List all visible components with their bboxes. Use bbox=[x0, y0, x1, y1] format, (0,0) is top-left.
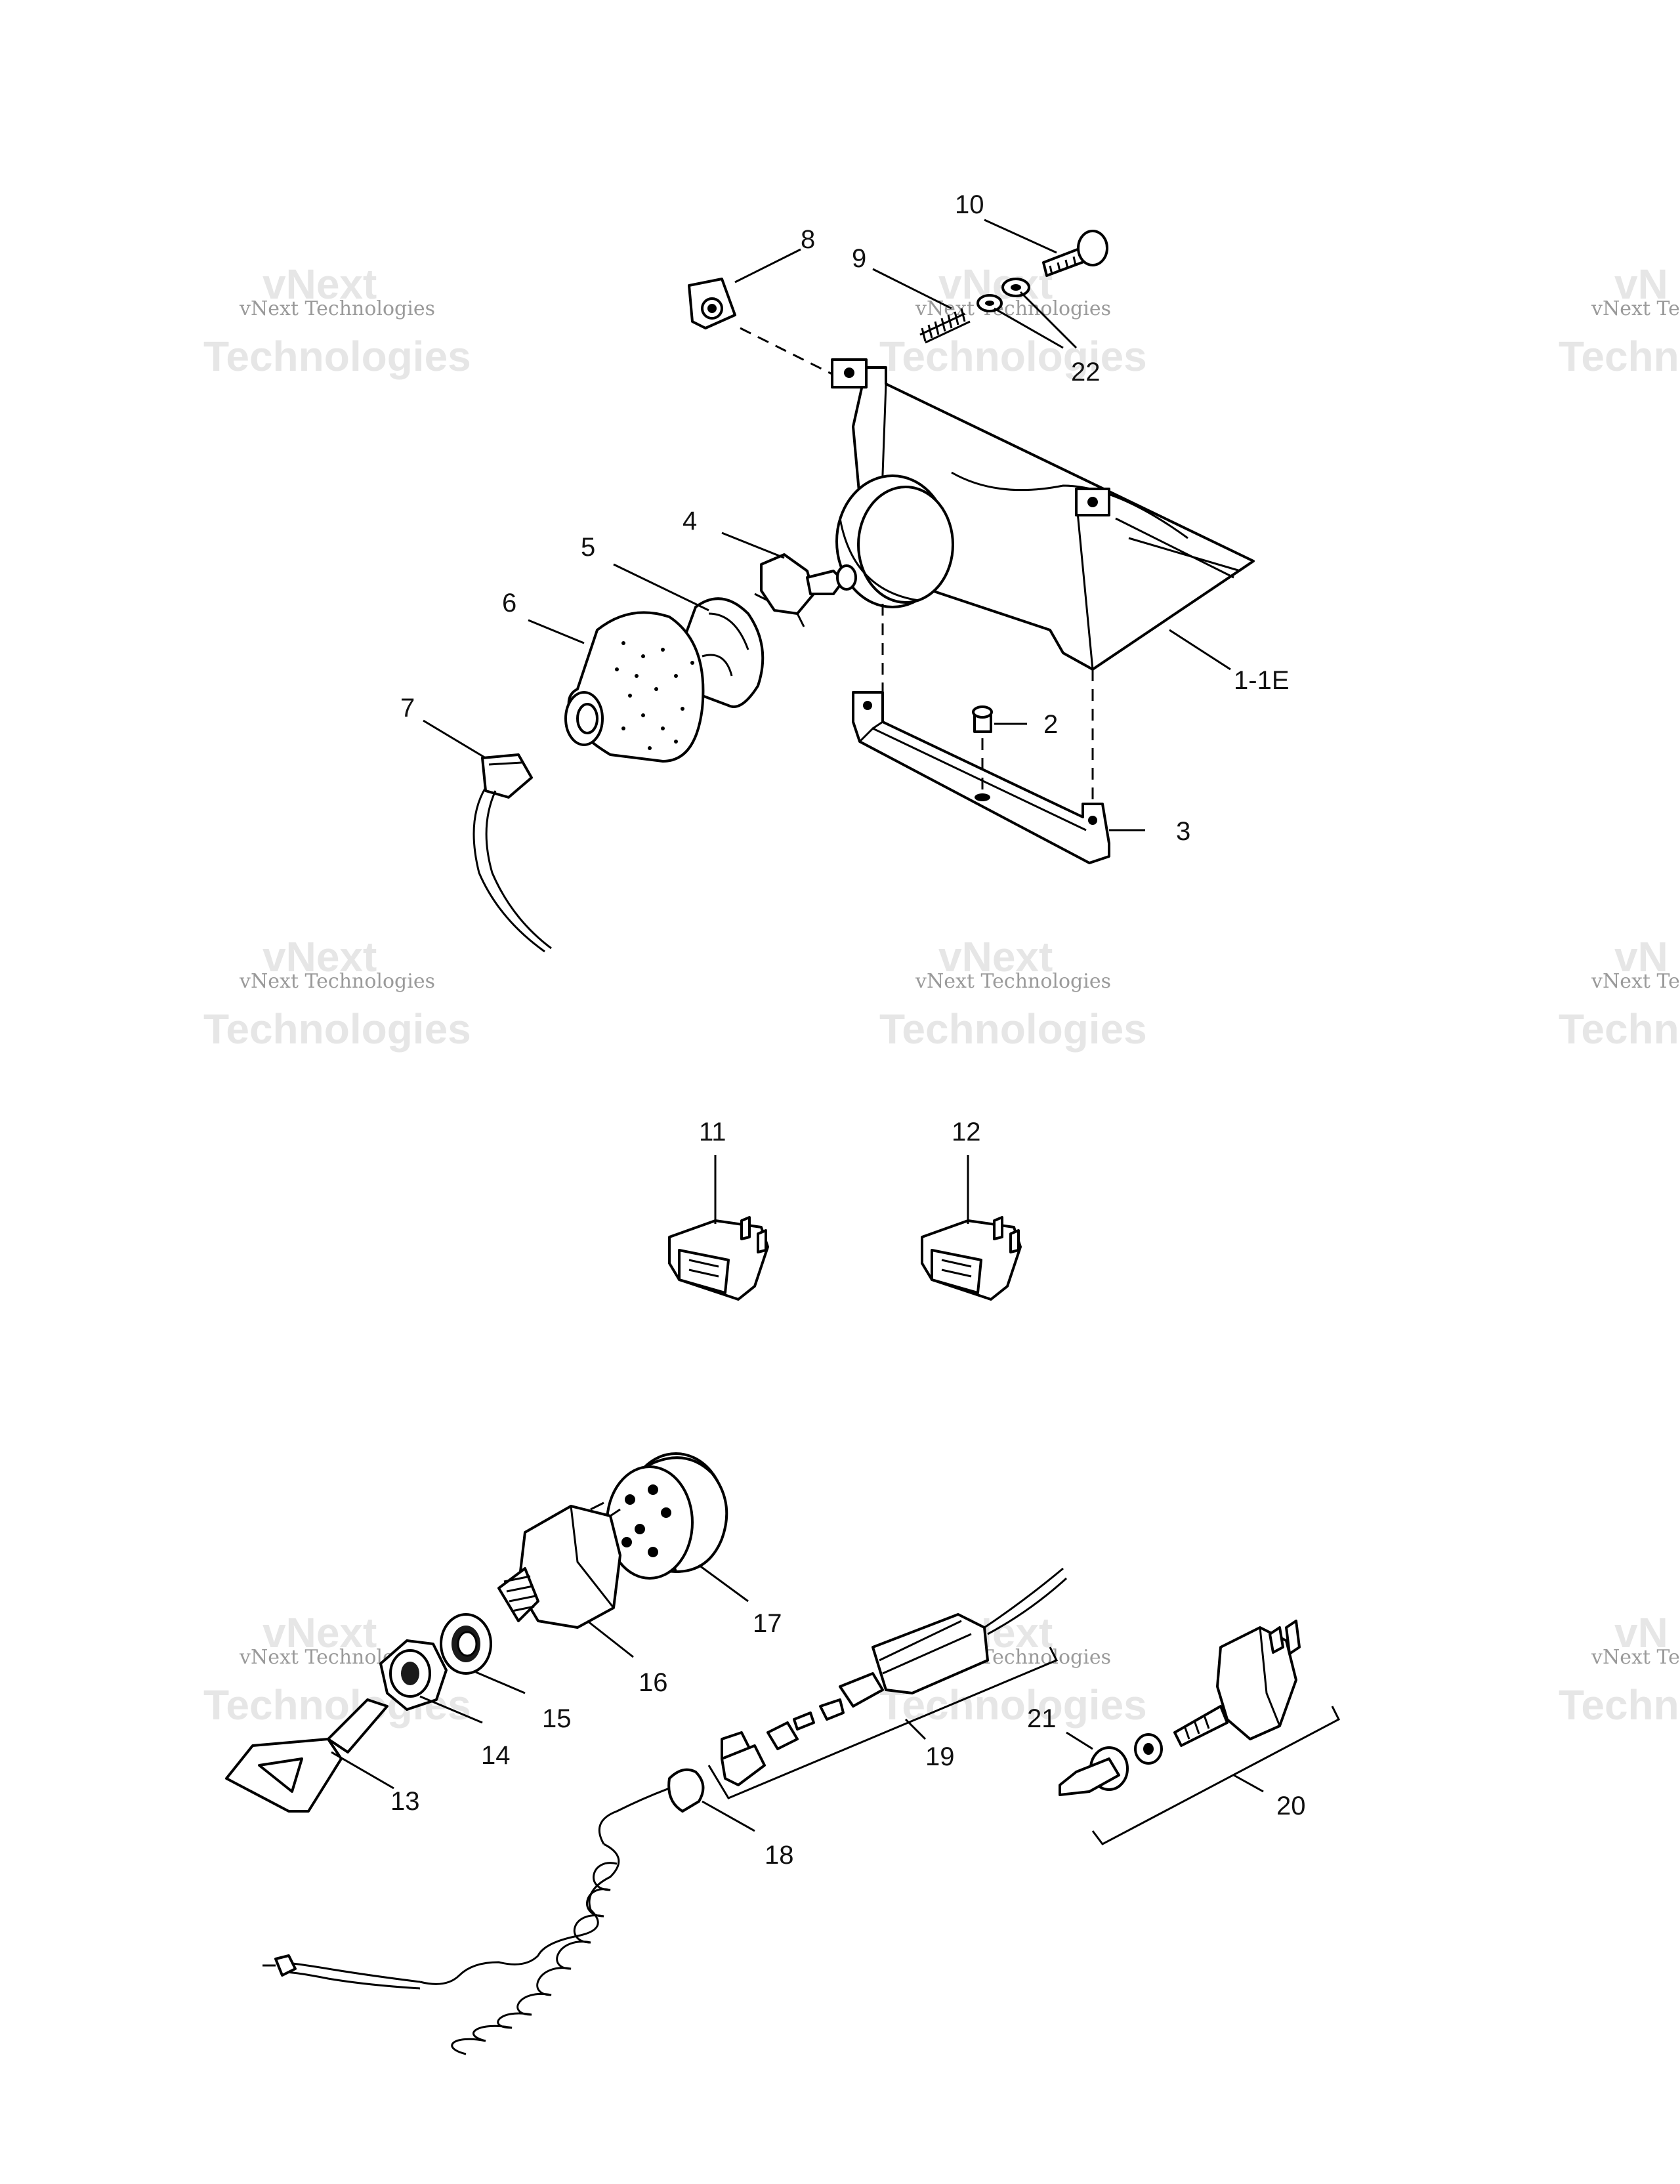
svg-text:Technologies: Technologies bbox=[879, 333, 1147, 380]
watermarks: vNext vNext Technologies Technologies vN… bbox=[203, 261, 1680, 1729]
svg-text:vNext Te: vNext Te bbox=[1591, 970, 1680, 993]
part-8-nut-clip bbox=[688, 278, 736, 329]
callout-14: 14 bbox=[481, 1741, 511, 1770]
callout-10: 10 bbox=[955, 190, 984, 219]
callout-13: 13 bbox=[390, 1787, 420, 1816]
svg-text:vN: vN bbox=[1614, 933, 1668, 980]
callout-18: 18 bbox=[765, 1841, 794, 1870]
watermark-mid-left: vNext vNext Technologies Technologies bbox=[203, 933, 471, 1053]
watermark-top-left: vNext vNext Technologies Technologies bbox=[203, 261, 471, 380]
callout-12: 12 bbox=[952, 1118, 981, 1146]
callout-16: 16 bbox=[639, 1668, 668, 1697]
svg-text:Techn: Techn bbox=[1559, 333, 1679, 380]
part-14-bezel bbox=[379, 1639, 448, 1711]
svg-text:Technologies: Technologies bbox=[203, 1005, 471, 1053]
callout-4: 4 bbox=[682, 507, 697, 536]
callout-6: 6 bbox=[502, 589, 516, 618]
svg-text:vNext: vNext bbox=[938, 933, 1053, 980]
part-20-toggle-switch bbox=[1173, 1620, 1301, 1747]
callout-7: 7 bbox=[400, 694, 415, 723]
svg-text:vNext Te: vNext Te bbox=[1591, 1646, 1680, 1669]
part-4-bulb bbox=[754, 553, 857, 627]
alignment-lines bbox=[740, 327, 1094, 804]
part-2-bolt bbox=[972, 705, 993, 733]
callout-19: 19 bbox=[925, 1742, 955, 1771]
callout-21: 21 bbox=[1027, 1704, 1057, 1733]
svg-text:vNext Technologies: vNext Technologies bbox=[239, 297, 435, 320]
callout-22: 22 bbox=[1071, 358, 1101, 387]
svg-text:Techn: Techn bbox=[1559, 1681, 1679, 1729]
svg-text:vN: vN bbox=[1614, 261, 1668, 308]
svg-text:vNext Te: vNext Te bbox=[1591, 297, 1680, 320]
leader-lines bbox=[331, 219, 1264, 1832]
part-9-spring bbox=[919, 308, 971, 344]
svg-text:vNext Technologies: vNext Technologies bbox=[915, 297, 1111, 320]
watermark-mid-right: vN vNext Te Techn bbox=[1559, 933, 1680, 1053]
svg-text:Technologies: Technologies bbox=[879, 1005, 1147, 1053]
part-11-rocker-switch bbox=[668, 1216, 769, 1301]
part-15-nut bbox=[440, 1613, 492, 1675]
callout-11: 11 bbox=[699, 1118, 726, 1146]
part-22-washers bbox=[976, 278, 1030, 312]
callout-5: 5 bbox=[581, 533, 595, 562]
grouping-brackets bbox=[707, 1647, 1340, 1845]
part-19-kill-switch bbox=[721, 1567, 1068, 1786]
callout-3: 3 bbox=[1176, 817, 1190, 846]
callout-9: 9 bbox=[852, 244, 866, 273]
part-10-bolt bbox=[1042, 230, 1108, 277]
svg-text:vNext Technologies: vNext Technologies bbox=[239, 970, 435, 993]
callout-17: 17 bbox=[753, 1609, 782, 1638]
part-18-tether bbox=[262, 1731, 753, 2055]
svg-text:Technologies: Technologies bbox=[203, 333, 471, 380]
callout-2: 2 bbox=[1043, 710, 1058, 739]
callout-15: 15 bbox=[542, 1704, 572, 1733]
part-3-bracket bbox=[852, 691, 1110, 864]
watermark-bottom-right: vN vNext Te Techn bbox=[1559, 1609, 1680, 1729]
part-16-ignition-switch bbox=[497, 1502, 621, 1629]
svg-text:vN: vN bbox=[1614, 1609, 1668, 1656]
watermark-mid-center: vNext vNext Technologies Technologies bbox=[879, 933, 1147, 1053]
callout-numbers: 1-1E 2 3 4 5 6 7 8 9 10 11 12 13 14 15 1… bbox=[390, 190, 1306, 1870]
svg-text:vNext: vNext bbox=[262, 933, 377, 980]
callout-8: 8 bbox=[801, 225, 815, 254]
watermark-top-right: vN vNext Te Techn bbox=[1559, 261, 1680, 380]
part-1-headlight-housing bbox=[831, 358, 1255, 671]
svg-text:vNext: vNext bbox=[262, 1609, 377, 1656]
callout-20: 20 bbox=[1276, 1792, 1306, 1820]
part-12-rocker-switch bbox=[921, 1216, 1022, 1301]
svg-text:vNext: vNext bbox=[262, 261, 377, 308]
part-6-reflector bbox=[564, 611, 705, 763]
part-17-cover bbox=[606, 1452, 728, 1580]
part-21-toggle-boot bbox=[1059, 1733, 1163, 1796]
callout-1-1e: 1-1E bbox=[1234, 666, 1290, 695]
part-7-connector bbox=[472, 753, 552, 953]
svg-text:Techn: Techn bbox=[1559, 1005, 1679, 1053]
svg-text:vNext Technologies: vNext Technologies bbox=[915, 970, 1111, 993]
